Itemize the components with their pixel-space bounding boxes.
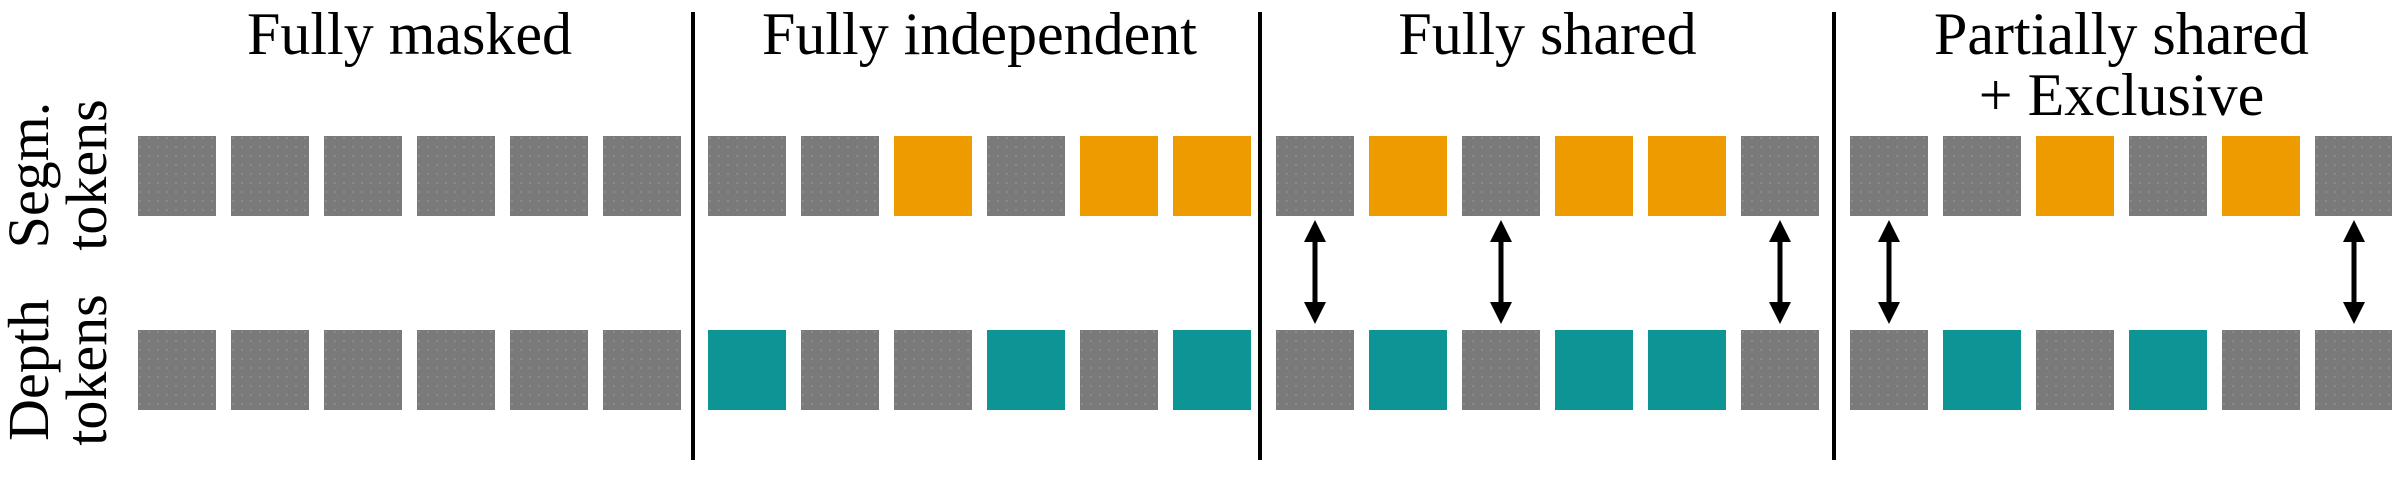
depth-token-partially-shared-exclusive-2 (1943, 330, 2021, 410)
depth-token-fully-masked-1 (138, 330, 216, 410)
share-arrow-partially-shared-exclusive-1 (1872, 220, 1906, 324)
depth-token-fully-masked-2 (231, 330, 309, 410)
segm-token-fully-shared-4 (1555, 136, 1633, 216)
segm-token-partially-shared-exclusive-5 (2222, 136, 2300, 216)
segm-token-fully-independent-6 (1173, 136, 1251, 216)
depth-token-fully-shared-5 (1648, 330, 1726, 410)
depth-token-fully-independent-1 (708, 330, 786, 410)
segm-token-partially-shared-exclusive-6 (2315, 136, 2392, 216)
depth-label-line2: tokens (54, 294, 119, 446)
section-divider-1 (691, 12, 695, 460)
depth-token-fully-masked-5 (510, 330, 588, 410)
segm-token-fully-independent-3 (894, 136, 972, 216)
segm-token-fully-masked-2 (231, 136, 309, 216)
segm-token-fully-masked-6 (603, 136, 681, 216)
section-divider-3 (1832, 12, 1836, 460)
depth-token-fully-shared-2 (1369, 330, 1447, 410)
segm-token-fully-masked-5 (510, 136, 588, 216)
depth-token-fully-masked-4 (417, 330, 495, 410)
segm-token-fully-shared-6 (1741, 136, 1819, 216)
depth-token-fully-independent-2 (801, 330, 879, 410)
section-title-fully-masked: Fully masked (247, 1, 572, 67)
depth-token-partially-shared-exclusive-5 (2222, 330, 2300, 410)
depth-token-fully-shared-4 (1555, 330, 1633, 410)
depth-token-partially-shared-exclusive-4 (2129, 330, 2207, 410)
segm-token-fully-independent-4 (987, 136, 1065, 216)
section-title-fully-shared: Fully shared (1398, 1, 1697, 67)
segm-token-fully-shared-5 (1648, 136, 1726, 216)
depth-token-fully-masked-6 (603, 330, 681, 410)
share-arrow-partially-shared-exclusive-6 (2337, 220, 2371, 324)
share-arrow-fully-shared-3 (1484, 220, 1518, 324)
depth-token-fully-independent-6 (1173, 330, 1251, 410)
segm-token-fully-shared-2 (1369, 136, 1447, 216)
depth-token-partially-shared-exclusive-1 (1850, 330, 1928, 410)
section-title-partially-shared-exclusive: Partially shared + Exclusive (1934, 1, 2309, 129)
segm-token-fully-independent-5 (1080, 136, 1158, 216)
segm-token-fully-shared-3 (1462, 136, 1540, 216)
segm-token-fully-shared-1 (1276, 136, 1354, 216)
depth-token-fully-independent-4 (987, 330, 1065, 410)
section-title-fully-independent: Fully independent (762, 1, 1197, 67)
segm-token-partially-shared-exclusive-1 (1850, 136, 1928, 216)
segm-token-fully-independent-1 (708, 136, 786, 216)
segm-token-partially-shared-exclusive-2 (1943, 136, 2021, 216)
segm-token-partially-shared-exclusive-4 (2129, 136, 2207, 216)
depth-token-fully-shared-6 (1741, 330, 1819, 410)
segm-token-fully-independent-2 (801, 136, 879, 216)
segm-token-fully-masked-3 (324, 136, 402, 216)
depth-token-fully-shared-1 (1276, 330, 1354, 410)
depth-token-partially-shared-exclusive-3 (2036, 330, 2114, 410)
depth-token-fully-shared-3 (1462, 330, 1540, 410)
depth-token-fully-masked-3 (324, 330, 402, 410)
segm-token-partially-shared-exclusive-3 (2036, 136, 2114, 216)
depth-label-line1: Depth (0, 299, 61, 441)
segm-token-fully-masked-4 (417, 136, 495, 216)
share-arrow-fully-shared-1 (1298, 220, 1332, 324)
share-arrow-fully-shared-6 (1763, 220, 1797, 324)
depth-token-fully-independent-3 (894, 330, 972, 410)
depth-token-fully-independent-5 (1080, 330, 1158, 410)
section-divider-2 (1258, 12, 1262, 460)
depth-token-partially-shared-exclusive-6 (2315, 330, 2392, 410)
depth-tokens-row-label: Depth tokens (0, 220, 120, 484)
segm-token-fully-masked-1 (138, 136, 216, 216)
